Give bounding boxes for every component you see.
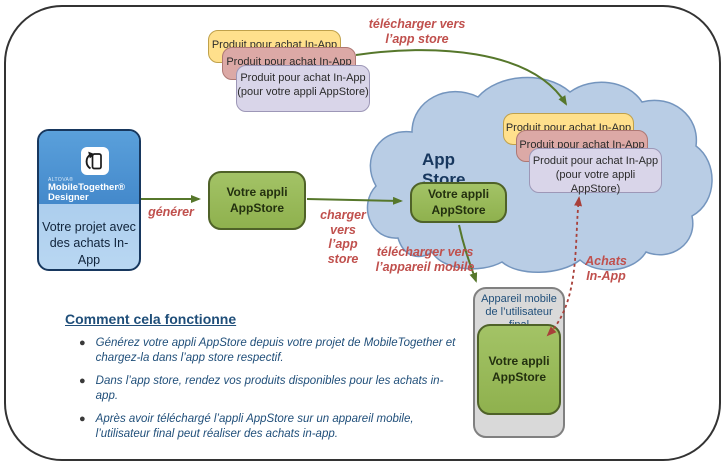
device-app-box: Votre appli AppStore (477, 324, 561, 415)
how-it-works-heading: Comment cela fonctionne (65, 311, 237, 327)
list-item: ● Dans l’app store, rendez vos produits … (79, 375, 444, 402)
label-in-app-purchases: Achats In-App (585, 254, 627, 283)
brand-designer: Designer (48, 192, 89, 204)
mobiletogether-logo-icon (80, 146, 110, 176)
label-generate: générer (148, 205, 194, 219)
brand-altova: ALTOVA® (48, 177, 74, 183)
how-it-works-section: Comment cela fonctionne ● Générez votre … (65, 311, 465, 451)
list-item: ● Générez votre appli AppStore depuis vo… (79, 337, 456, 364)
brand-mobiletogether: MobileTogether® (48, 182, 126, 194)
product-box-purple-top: Produit pour achat In-App (pour votre ap… (236, 65, 370, 112)
bullet-icon: ● (79, 413, 86, 426)
device-title: Appareil mobile de l’utilisateur final (481, 293, 557, 331)
how-it-works-list: ● Générez votre appli AppStore depuis vo… (65, 336, 465, 442)
mobiletogether-project-box: ALTOVA® MobileTogether® Designer Votre p… (37, 129, 141, 271)
project-box-label: Votre projet avec des achats In-App (42, 220, 136, 267)
list-item: ● Après avoir téléchargé l’appli AppStor… (79, 413, 414, 440)
product-box-purple-cloud: Produit pour achat In-App (pour votre ap… (529, 148, 662, 195)
mobiletogether-brand-text: ALTOVA® MobileTogether® Designer (48, 177, 126, 204)
label-download-to-device: télécharger vers l’appareil mobile (375, 245, 475, 274)
appstore-app-box: Votre appli AppStore (208, 171, 306, 230)
label-download-to-appstore: télécharger vers l’app store (368, 17, 466, 46)
label-upload-to-appstore: charger vers l’app store (320, 208, 366, 266)
bullet-icon: ● (79, 375, 86, 388)
appstore-app-box-in-cloud: Votre appli AppStore (410, 182, 507, 223)
bullet-icon: ● (79, 337, 86, 349)
